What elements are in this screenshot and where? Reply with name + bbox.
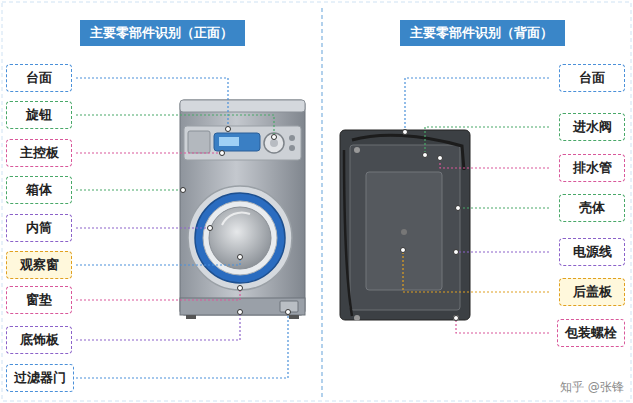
part-name: 箱体 (13, 181, 65, 199)
part-name: 包装螺栓 (564, 324, 618, 342)
part-name: 旋钮 (13, 106, 65, 124)
part-label: 主控板 (6, 139, 72, 167)
part-name: 电源线 (566, 243, 618, 261)
part-label: 箱体 (6, 176, 72, 204)
part-name: 台面 (566, 69, 618, 87)
watermark: 知乎 @张锋 (560, 379, 624, 396)
part-name: 排水管 (566, 159, 618, 177)
section-banner: 主要零部件识别（正面） (80, 20, 245, 46)
part-name: 观察窗 (13, 256, 65, 274)
part-label: 旋钮 (6, 101, 72, 129)
part-label: 包装螺栓 (557, 319, 625, 347)
part-name: 进水阀 (566, 118, 618, 136)
part-label: 进水阀 (559, 113, 625, 141)
part-name: 过滤器门 (13, 369, 67, 387)
part-label: 台面 (559, 64, 625, 92)
divider (321, 8, 322, 398)
part-label: 台面 (6, 64, 72, 92)
part-name: 主控板 (13, 144, 65, 162)
leader-lines (76, 78, 549, 378)
part-name: 壳体 (566, 199, 618, 217)
part-name: 窗垫 (13, 291, 65, 309)
part-label: 内筒 (6, 214, 72, 242)
part-label: 过滤器门 (6, 364, 74, 392)
front-washer (180, 100, 305, 319)
part-label: 窗垫 (6, 286, 72, 314)
part-name: 台面 (13, 69, 65, 87)
section-banner: 主要零部件识别（背面） (400, 20, 565, 46)
part-label: 观察窗 (6, 251, 72, 279)
part-name: 底饰板 (13, 331, 65, 349)
part-label: 底饰板 (6, 326, 72, 354)
part-label: 电源线 (559, 238, 625, 266)
banner-text: 主要零部件识别（背面） (410, 24, 555, 42)
part-label: 壳体 (559, 194, 625, 222)
part-name: 后盖板 (566, 283, 618, 301)
leader-dots (181, 127, 461, 321)
banner-text: 主要零部件识别（正面） (90, 24, 235, 42)
part-label: 排水管 (559, 154, 625, 182)
part-name: 内筒 (13, 219, 65, 237)
part-label: 后盖板 (559, 278, 625, 306)
